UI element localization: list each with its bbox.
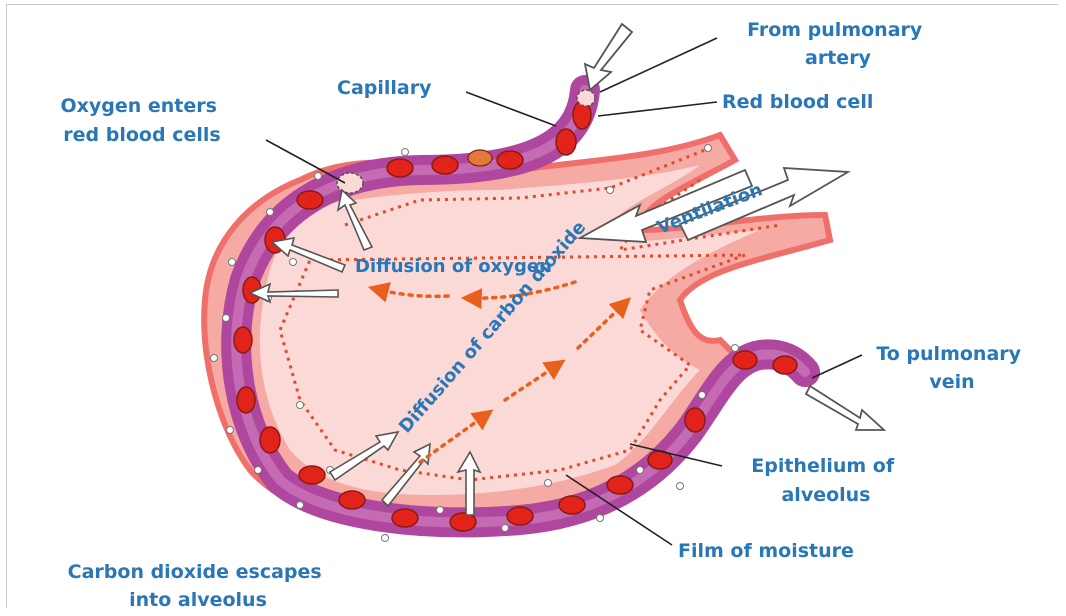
image-frame [6, 4, 1058, 608]
